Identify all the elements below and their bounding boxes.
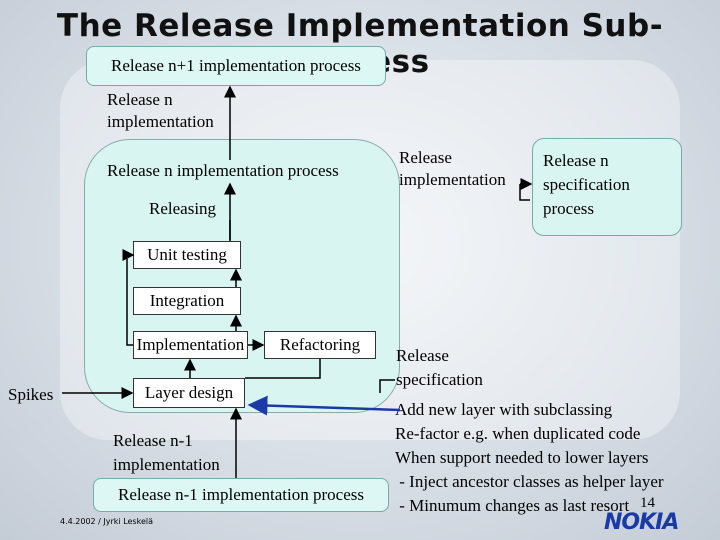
release-n1-process-label: Release n+1 implementation process	[111, 56, 361, 75]
release-n-minus1-process-box: Release n-1 implementation process	[93, 478, 389, 512]
integration-box: Integration	[133, 287, 241, 315]
release-n-specification-process-box: Release n specification process	[532, 138, 682, 236]
footer-text: 4.4.2002 / Jyrki Leskelä	[60, 517, 153, 526]
line-spec-to-layer	[379, 379, 395, 393]
arrow-spec-to-impl	[519, 184, 530, 201]
release-n-implementation-label: Release n implementation	[107, 90, 214, 131]
releasing-label: Releasing	[149, 199, 217, 218]
nokia-logo: NOKIA	[604, 510, 679, 535]
notes-list: Add new layer with subclassing Re-factor…	[395, 398, 664, 518]
note-item: Re-factor e.g. when duplicated code	[395, 424, 641, 443]
implementation-box: Implementation	[133, 331, 248, 359]
release-n-process-label: Release n implementation process	[107, 161, 339, 180]
loop-impl-to-unit	[122, 249, 135, 346]
note-item: - Inject ancestor classes as helper laye…	[395, 472, 664, 491]
spikes-label: Spikes	[8, 385, 54, 404]
release-n-minus1-implementation-label: Release n-1 implementation	[113, 431, 220, 474]
line-refactoring-down	[245, 359, 321, 379]
note-item: - Minumum changes as last resort	[395, 496, 630, 515]
release-n1-process-box: Release n+1 implementation process	[86, 46, 386, 86]
note-item: Add new layer with subclassing	[395, 400, 613, 419]
release-n-process-container	[84, 139, 400, 413]
blue-note-arrow	[247, 395, 401, 416]
note-item: When support needed to lower layers	[395, 448, 649, 467]
layer-design-box: Layer design	[133, 378, 245, 408]
release-specification-label: Release specification	[396, 346, 483, 389]
release-implementation-label: Release implementation	[399, 148, 506, 189]
refactoring-box: Refactoring	[264, 331, 376, 359]
unit-testing-box: Unit testing	[133, 241, 241, 269]
page-number: 14	[640, 495, 655, 511]
